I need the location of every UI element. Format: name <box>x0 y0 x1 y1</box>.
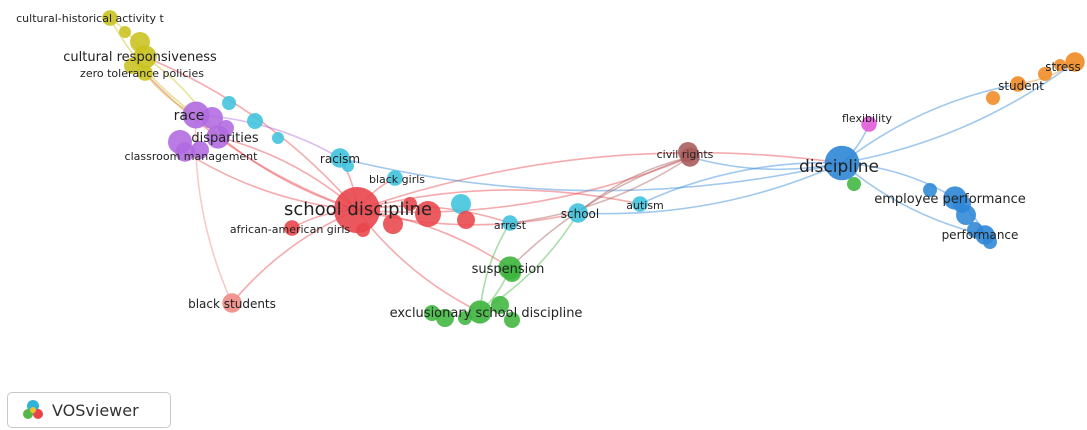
node-yellow-cluster-satellite[interactable] <box>119 26 131 38</box>
label-autism[interactable]: autism <box>626 199 664 212</box>
node-cyan-cluster-satellite[interactable] <box>272 132 284 144</box>
node-classroom-management[interactable] <box>175 142 195 162</box>
link-discipline-civil_rights <box>689 156 843 171</box>
node-black-students[interactable] <box>222 293 242 313</box>
label-disparities[interactable]: disparities <box>191 131 259 146</box>
node-flexibility[interactable] <box>861 116 877 132</box>
label-layer: school discipline discipline exclusionary … <box>16 12 1081 321</box>
node-layer <box>102 10 1085 328</box>
node-purple-cluster-satellite[interactable] <box>191 141 209 159</box>
node-school-discipline[interactable] <box>334 187 380 233</box>
node-blue-cluster-satellite[interactable] <box>923 183 937 197</box>
vosviewer-logo-icon <box>23 400 43 419</box>
label-suspension[interactable]: suspension <box>472 262 545 277</box>
node-green-cluster-satellite[interactable] <box>436 309 454 327</box>
node-green-cluster-satellite[interactable] <box>424 305 440 321</box>
node-student[interactable] <box>1010 76 1026 92</box>
label-discipline[interactable]: discipline <box>799 157 879 177</box>
label-cultural-responsiveness[interactable]: cultural responsiveness <box>63 50 217 65</box>
link-civil_rights-suspension <box>509 156 691 269</box>
node-cyan-cluster-satellite[interactable] <box>247 113 263 129</box>
node-disparities[interactable] <box>206 125 230 149</box>
node-race[interactable] <box>182 101 210 129</box>
label-performance[interactable]: performance <box>942 228 1019 242</box>
link-civil_rights-school <box>577 156 691 214</box>
node-green-cluster-satellite[interactable] <box>504 312 520 328</box>
link-school_discipline-discipline <box>356 151 843 211</box>
label-zero-tolerance[interactable]: zero tolerance policies <box>80 67 204 80</box>
label-african-american-girls[interactable]: african-american girls <box>230 223 351 236</box>
label-employee-performance[interactable]: employee performance <box>874 192 1026 207</box>
node-school[interactable] <box>568 203 588 223</box>
node-suspension[interactable] <box>498 256 522 280</box>
vosviewer-brand-label: VOSviewer <box>52 400 139 420</box>
node-cyan-cluster-satellite[interactable] <box>222 96 236 110</box>
link-discipline-autism <box>639 161 843 205</box>
label-race[interactable]: race <box>174 108 205 124</box>
label-exclusionary[interactable]: exclusionary school discipline <box>390 306 583 321</box>
link-discipline-student <box>841 83 1019 164</box>
link-civil_rights-arrest <box>509 156 691 224</box>
link-discipline-racism <box>339 157 843 192</box>
node-zero-tolerance[interactable] <box>137 65 153 81</box>
node-red-cluster-satellite[interactable] <box>415 201 441 227</box>
node-cyan-cluster-satellite[interactable] <box>451 194 471 214</box>
node-cultural-responsiveness[interactable] <box>133 45 157 69</box>
label-school[interactable]: school <box>561 207 599 221</box>
label-racism[interactable]: racism <box>320 152 360 166</box>
node-green-cluster-satellite[interactable] <box>847 177 861 191</box>
node-arrest[interactable] <box>502 215 518 231</box>
node-exclusionary[interactable] <box>468 300 492 324</box>
link-school_discipline-zero_tolerance <box>144 72 358 211</box>
label-classroom-management[interactable]: classroom management <box>125 150 259 163</box>
vosviewer-logo-button[interactable]: VOSviewer <box>7 392 171 428</box>
link-discipline-performance <box>841 162 986 236</box>
node-orange-cluster-satellite[interactable] <box>986 91 1000 105</box>
link-black_students-race <box>194 114 233 304</box>
label-student[interactable]: student <box>998 79 1044 93</box>
label-flexibility[interactable]: flexibility <box>842 112 893 125</box>
node-performance[interactable] <box>975 225 995 245</box>
node-orange-cluster-satellite[interactable] <box>1038 67 1052 81</box>
link-layer <box>109 17 1076 313</box>
node-discipline[interactable] <box>824 145 860 181</box>
node-employee-performance[interactable] <box>943 186 967 210</box>
link-discipline-stress <box>841 61 1076 164</box>
node-green-cluster-satellite[interactable] <box>458 311 472 325</box>
node-civil-rights[interactable] <box>680 147 700 167</box>
node-stress[interactable] <box>1065 52 1085 72</box>
node-red-cluster-satellite[interactable] <box>457 211 475 229</box>
label-arrest[interactable]: arrest <box>494 219 527 232</box>
label-school-discipline[interactable]: school discipline <box>284 199 432 220</box>
node-autism[interactable] <box>632 196 648 212</box>
node-orange-cluster-satellite[interactable] <box>1054 59 1066 71</box>
label-civil-rights[interactable]: civil rights <box>657 148 714 161</box>
label-black-girls[interactable]: black girls <box>369 173 425 186</box>
node-green-cluster-satellite[interactable] <box>491 296 509 314</box>
link-discipline-school <box>577 162 843 215</box>
node-cultural-historical[interactable] <box>102 10 118 26</box>
label-stress[interactable]: stress <box>1045 60 1081 74</box>
label-black-students[interactable]: black students <box>188 297 276 311</box>
node-african-american-girls[interactable] <box>284 220 300 236</box>
node-red-cluster-satellite[interactable] <box>403 197 417 211</box>
node-red-cluster-satellite[interactable] <box>383 214 403 234</box>
link-school_discipline-autism <box>356 189 641 211</box>
node-racism[interactable] <box>330 148 350 168</box>
link-school_discipline-civil_rights <box>356 156 691 214</box>
label-cultural-historical[interactable]: cultural-historical activity t <box>16 12 164 25</box>
node-black-girls[interactable] <box>387 170 403 186</box>
